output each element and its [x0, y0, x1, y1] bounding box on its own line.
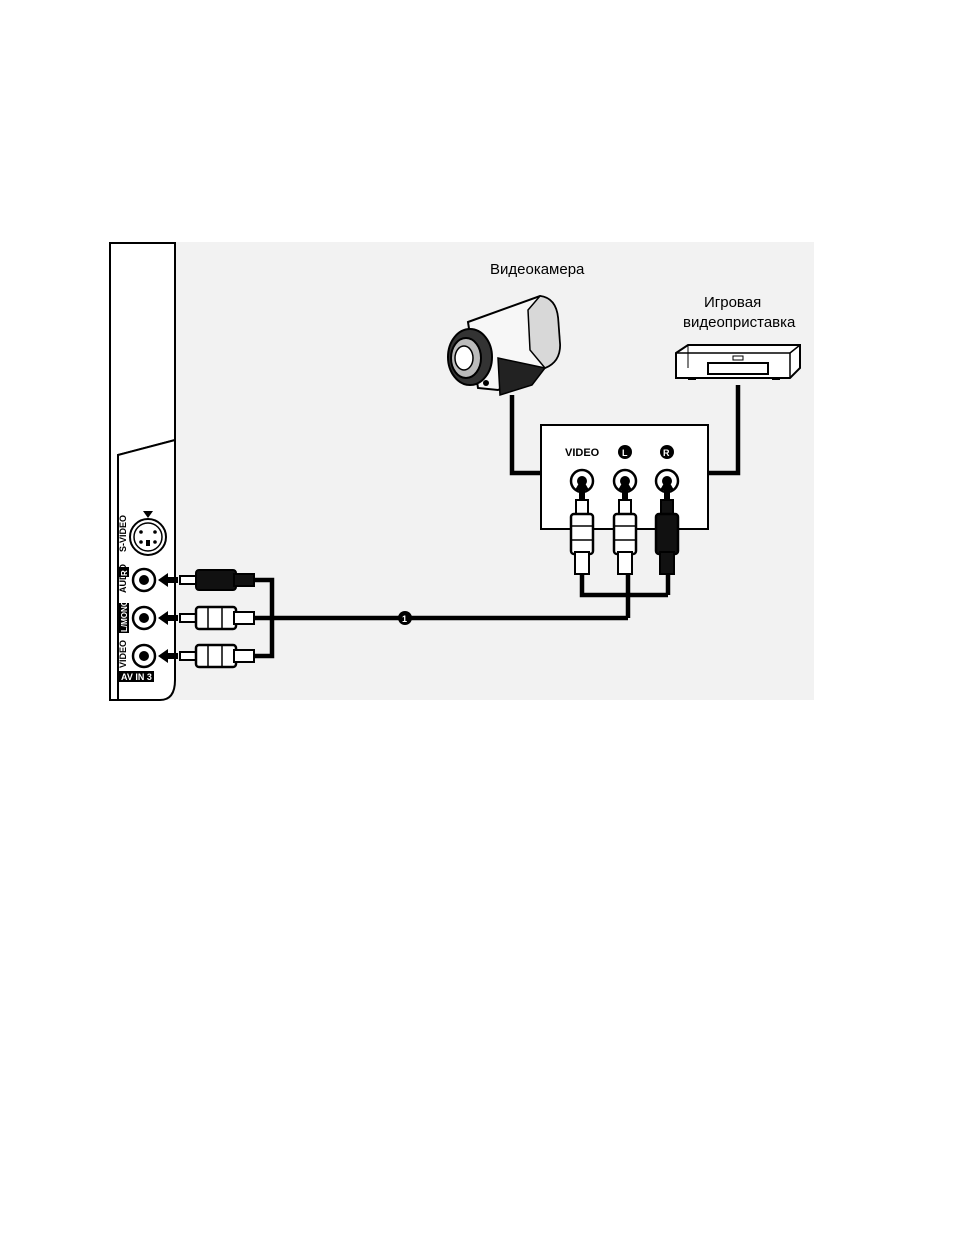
panel-r-label: R: [663, 448, 670, 458]
av-in-label: AV IN 3: [121, 672, 152, 682]
game-console-label-1: Игровая: [704, 294, 761, 311]
tv-audio-l-jack: [133, 607, 155, 629]
panel-l-label: L: [622, 448, 628, 458]
game-console-image: [676, 345, 800, 380]
tv-audio-r-jack: [133, 569, 155, 591]
panel-video-label: VIDEO: [565, 447, 600, 459]
tv-r-mark: R: [120, 570, 129, 576]
tv-video-jack: [133, 645, 155, 667]
cable-marker: 1: [402, 614, 407, 624]
tv-video-label: VIDEO: [118, 640, 128, 668]
s-video-label: S-VIDEO: [118, 515, 128, 552]
camcorder-label: Видеокамера: [490, 261, 585, 278]
tv-audio-l-label: L/MONO: [120, 600, 129, 632]
game-console-label-2: видеоприставка: [683, 314, 796, 331]
